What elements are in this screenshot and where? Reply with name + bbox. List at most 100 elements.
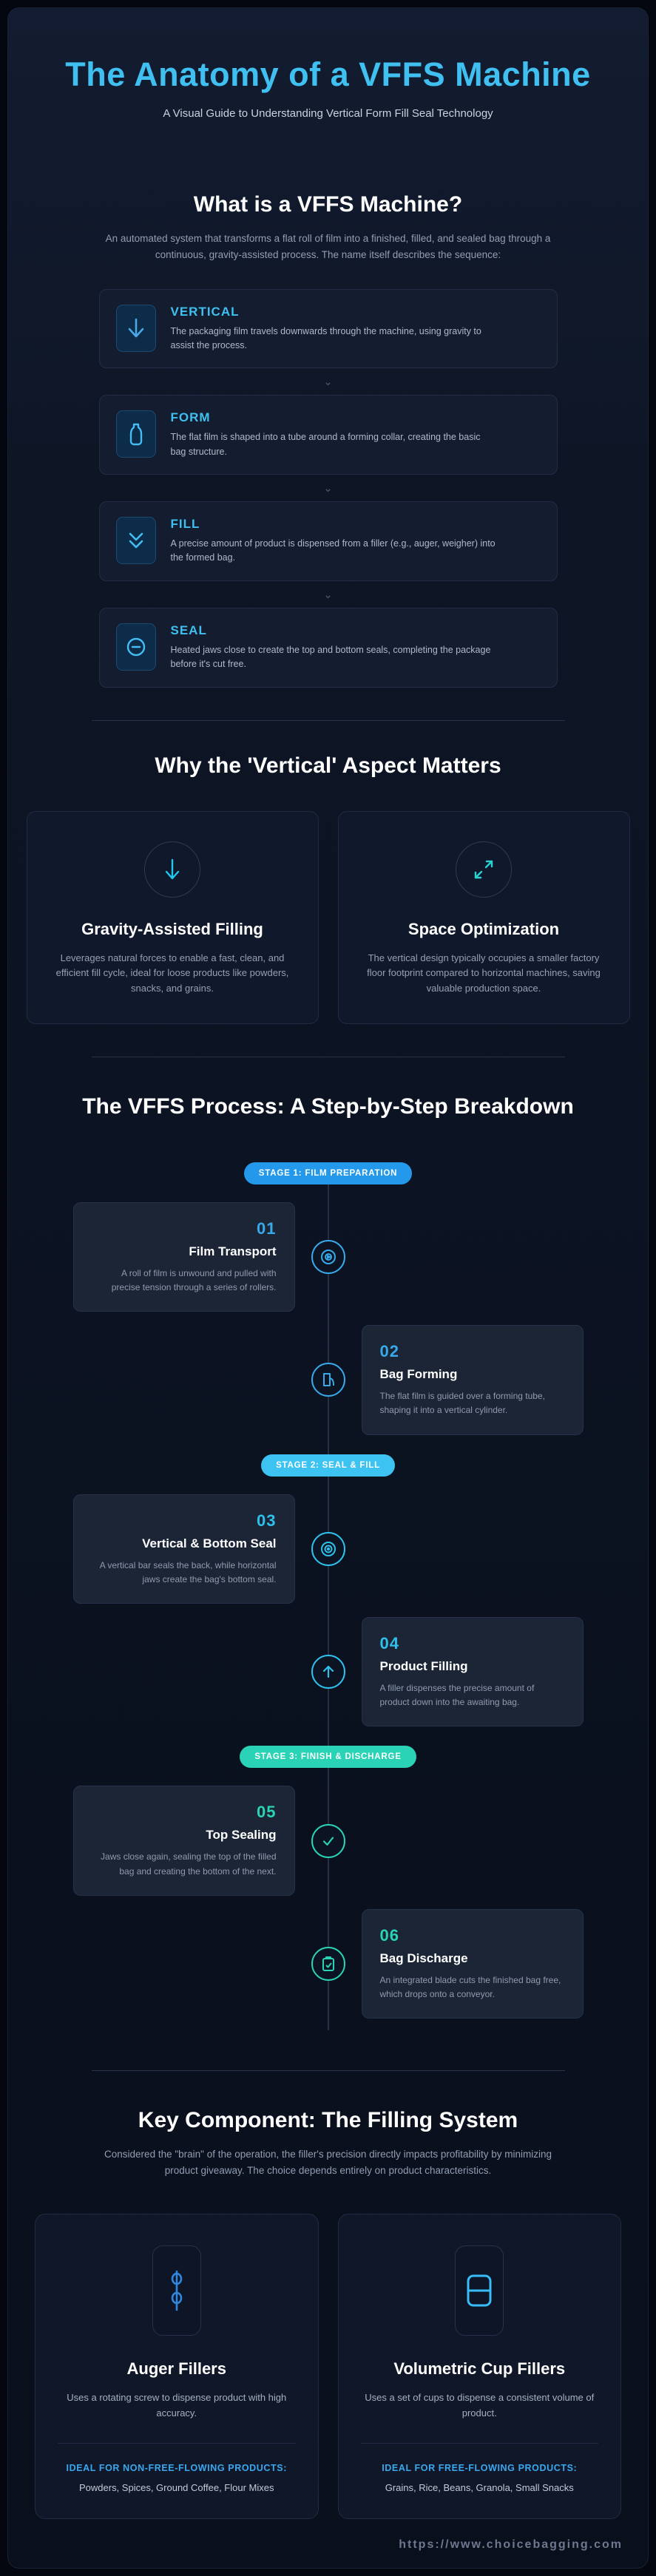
- chevrons-down-icon: [115, 517, 156, 565]
- process-step-row: 05 Top Sealing Jaws close again, sealing…: [47, 1786, 609, 1896]
- page-subtitle: A Visual Guide to Understanding Vertical…: [163, 107, 493, 120]
- circle-minus-icon: [115, 623, 156, 671]
- chevron-down-icon: ⌄: [323, 482, 333, 495]
- sequence-card-form: FORM The flat film is shaped into a tube…: [98, 395, 558, 475]
- why-card-desc: Leverages natural forces to enable a fas…: [55, 952, 289, 994]
- stage-badge-2: STAGE 2: SEAL & FILL: [261, 1454, 395, 1477]
- step-title: Bag Forming: [379, 1367, 458, 1382]
- stage-pill-row: STAGE 3: FINISH & DISCHARGE: [47, 1740, 609, 1778]
- process-step-row: 03 Vertical & Bottom Seal A vertical bar…: [47, 1494, 609, 1604]
- section-process: The VFFS Process: A Step-by-Step Breakdo…: [8, 1090, 648, 2038]
- chevron-down-icon: ⌄: [323, 588, 333, 601]
- sequence-card-fill: FILL A precise amount of product is disp…: [98, 501, 558, 581]
- filler-card-auger: Auger Fillers Uses a rotating screw to d…: [35, 2213, 319, 2520]
- sequence-card-title: FORM: [170, 410, 211, 425]
- sequence-card-seal: SEAL Heated jaws close to create the top…: [98, 607, 558, 688]
- step-card-top-sealing: 05 Top Sealing Jaws close again, sealing…: [72, 1786, 295, 1896]
- step-number: 06: [379, 1925, 399, 1945]
- step-desc: A vertical bar seals the back, while hor…: [99, 1559, 277, 1584]
- what-is-intro: An automated system that transforms a fl…: [105, 233, 551, 261]
- step-title: Film Transport: [189, 1244, 277, 1258]
- why-card-title: Gravity-Assisted Filling: [81, 919, 263, 938]
- chevron-down-icon: ⌄: [323, 376, 333, 389]
- filler-card-title: Auger Fillers: [126, 2359, 226, 2378]
- why-card-gravity: Gravity-Assisted Filling Leverages natur…: [26, 810, 319, 1024]
- fill-arrow-icon: [311, 1655, 345, 1689]
- process-step-row: 02 Bag Forming The flat film is guided o…: [47, 1325, 609, 1435]
- header: The Anatomy of a VFFS Machine A Visual G…: [8, 8, 648, 127]
- why-heading: Why the 'Vertical' Aspect Matters: [155, 753, 501, 778]
- ideal-items: Powders, Spices, Ground Coffee, Flour Mi…: [79, 2482, 274, 2494]
- process-timeline: STAGE 1: FILM PREPARATION 01 Film Transp…: [47, 1156, 609, 2038]
- discharge-clipboard-icon: [311, 1946, 345, 1981]
- process-step-row: 01 Film Transport A roll of film is unwo…: [47, 1201, 609, 1312]
- sequence-card-text: VERTICAL The packaging film travels down…: [171, 305, 496, 353]
- section-filling-system: Key Component: The Filling System Consid…: [8, 2104, 648, 2520]
- step-desc: A roll of film is unwound and pulled wit…: [111, 1267, 277, 1293]
- ideal-label: IDEAL FOR FREE-FLOWING PRODUCTS:: [382, 2463, 578, 2474]
- timeline-line: [327, 1162, 329, 2031]
- section-why-vertical: Why the 'Vertical' Aspect Matters Gravit…: [8, 753, 648, 1024]
- forming-tube-icon: [311, 1363, 345, 1397]
- step-title: Bag Discharge: [379, 1950, 468, 1965]
- why-card-space: Space Optimization The vertical design t…: [337, 810, 630, 1024]
- check-icon: [311, 1823, 345, 1858]
- page-title: The Anatomy of a VFFS Machine: [65, 55, 591, 93]
- process-step-row: 04 Product Filling A filler dispenses th…: [47, 1617, 609, 1727]
- step-title: Product Filling: [379, 1659, 468, 1674]
- sequence-card-desc: A precise amount of product is dispensed…: [170, 538, 496, 563]
- step-title: Vertical & Bottom Seal: [142, 1536, 277, 1550]
- step-card-bag-forming: 02 Bag Forming The flat film is guided o…: [361, 1325, 584, 1435]
- sequence-card-text: SEAL Heated jaws close to create the top…: [171, 623, 496, 672]
- process-heading: The VFFS Process: A Step-by-Step Breakdo…: [82, 1094, 574, 1119]
- why-card-desc: The vertical design typically occupies a…: [367, 952, 601, 994]
- seal-target-icon: [311, 1531, 345, 1566]
- step-desc: Jaws close again, sealing the top of the…: [101, 1851, 277, 1877]
- sequence-card-text: FORM The flat film is shaped into a tube…: [171, 410, 496, 459]
- sequence-card-desc: Heated jaws close to create the top and …: [170, 644, 491, 670]
- step-desc: The flat film is guided over a forming t…: [379, 1391, 545, 1416]
- step-number: 02: [379, 1342, 399, 1361]
- bag-outline-icon: [115, 410, 156, 458]
- arrow-down-icon: [115, 304, 156, 352]
- step-card-product-filling: 04 Product Filling A filler dispenses th…: [361, 1617, 584, 1727]
- filling-heading: Key Component: The Filling System: [138, 2108, 518, 2133]
- gravity-arrow-icon: [144, 841, 200, 898]
- section-divider: [91, 719, 565, 721]
- stage-badge-1: STAGE 1: FILM PREPARATION: [243, 1162, 413, 1184]
- sequence-card-vertical: VERTICAL The packaging film travels down…: [98, 288, 558, 369]
- why-card-title: Space Optimization: [408, 919, 560, 938]
- infographic: The Anatomy of a VFFS Machine A Visual G…: [7, 7, 649, 2569]
- step-card-bag-discharge: 06 Bag Discharge An integrated blade cut…: [361, 1908, 584, 2019]
- vffs-sequence-list: VERTICAL The packaging film travels down…: [98, 288, 558, 688]
- filler-card-desc: Uses a set of cups to dispense a consist…: [365, 2391, 595, 2419]
- footer: https://www.choicebagging.com: [8, 2519, 648, 2568]
- auger-screw-icon: [152, 2245, 201, 2336]
- stage-pill-row: STAGE 2: SEAL & FILL: [47, 1448, 609, 1487]
- step-number: 03: [257, 1511, 277, 1530]
- what-is-heading: What is a VFFS Machine?: [193, 192, 463, 217]
- step-card-vertical-bottom-seal: 03 Vertical & Bottom Seal A vertical bar…: [72, 1494, 295, 1604]
- ideal-items: Grains, Rice, Beans, Granola, Small Snac…: [385, 2482, 574, 2494]
- filling-intro: Considered the "brain" of the operation,…: [104, 2149, 552, 2177]
- filler-card-title: Volumetric Cup Fillers: [393, 2359, 566, 2378]
- stage-badge-3: STAGE 3: FINISH & DISCHARGE: [240, 1746, 416, 1769]
- sequence-card-desc: The packaging film travels downwards thr…: [170, 325, 481, 350]
- stage-pill-row: STAGE 1: FILM PREPARATION: [47, 1156, 609, 1195]
- step-desc: An integrated blade cuts the finished ba…: [379, 1974, 561, 1999]
- sequence-card-desc: The flat film is shaped into a tube arou…: [170, 432, 481, 457]
- sequence-card-title: VERTICAL: [170, 304, 240, 319]
- filler-card-volumetric-cup: Volumetric Cup Fillers Uses a set of cup…: [337, 2213, 621, 2520]
- section-what-is: What is a VFFS Machine? An automated sys…: [8, 127, 648, 688]
- filler-card-desc: Uses a rotating screw to dispense produc…: [67, 2391, 287, 2419]
- expand-arrows-icon: [456, 841, 512, 898]
- sequence-card-text: FILL A precise amount of product is disp…: [171, 517, 496, 566]
- website-url[interactable]: https://www.choicebagging.com: [399, 2538, 623, 2552]
- step-desc: A filler dispenses the precise amount of…: [379, 1683, 535, 1708]
- step-number: 04: [379, 1634, 399, 1653]
- step-title: Top Sealing: [206, 1828, 277, 1843]
- volumetric-cup-icon: [455, 2245, 504, 2336]
- filler-card-footer: IDEAL FOR FREE-FLOWING PRODUCTS: Grains,…: [360, 2443, 598, 2494]
- step-card-film-transport: 01 Film Transport A roll of film is unwo…: [72, 1201, 295, 1312]
